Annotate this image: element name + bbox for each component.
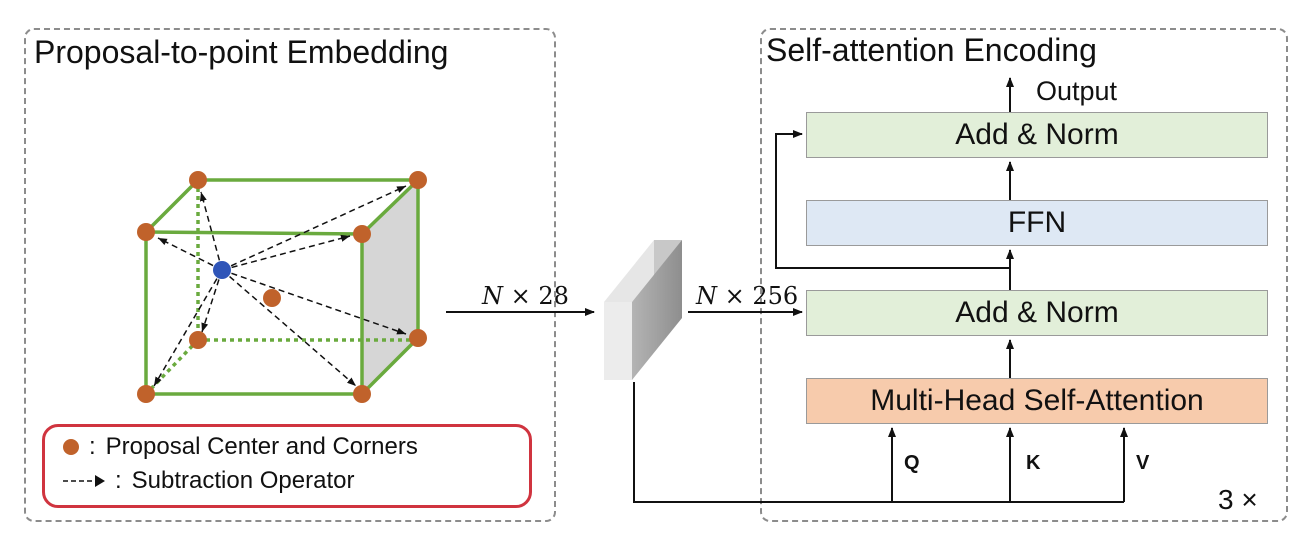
self-attention-title: Self-attention Encoding [766,32,1097,68]
subtraction-arrow [153,269,223,387]
dimension-value: × 256 [717,282,799,310]
reference-point [213,261,231,279]
dimension-symbol: N [482,282,503,310]
legend-item-subtraction: : Subtraction Operator [63,467,354,495]
cube-edge [360,336,420,396]
subtraction-arrow [201,269,223,333]
add-norm-block-top: Add & Norm [806,112,1268,158]
corner-point [353,385,371,403]
cube-edge [360,178,420,236]
legend-separator: : [115,467,122,494]
repeat-count-label: 3 × [1218,484,1258,515]
corner-point [189,171,207,189]
legend-box: : Proposal Center and Corners : Subtract… [42,424,532,508]
corner-point [409,329,427,347]
subtraction-arrow [221,269,357,387]
legend-label: Proposal Center and Corners [105,433,418,460]
output-label: Output [1036,76,1118,106]
corner-point [137,223,155,241]
corner-point [189,331,207,349]
input-bus-line [633,382,1124,503]
dimension-label-n-28: N × 28 [482,282,569,310]
cube-side-face [362,180,418,394]
self-attention-panel [760,28,1288,522]
residual-connection [775,130,1010,269]
cube-hidden-edge [144,338,200,396]
subtraction-arrow [157,237,223,271]
proposal-to-point-panel [24,28,556,522]
linear-layer-slab [604,240,682,380]
dimension-value: × 28 [503,282,569,310]
corner-point [353,225,371,243]
corner-point [409,171,427,189]
query-label: Q [904,452,920,474]
proposal-center-point [263,289,281,307]
cube-edge [144,178,200,234]
add-norm-block-bottom: Add & Norm [806,290,1268,336]
key-label: K [1026,452,1041,474]
subtraction-arrow [199,191,223,271]
proposal-to-point-title: Proposal-to-point Embedding [34,34,449,70]
orange-dot-icon [63,439,79,455]
value-label: V [1136,452,1150,474]
legend-item-corners: : Proposal Center and Corners [63,433,418,461]
dashed-arrow-icon [63,475,105,487]
bounding-box-cube [137,171,427,403]
legend-label: Subtraction Operator [131,467,355,494]
ffn-block: FFN [806,200,1268,246]
cube-edge [145,230,363,236]
dimension-label-n-256: N × 256 [696,282,798,310]
subtraction-arrow [221,185,407,271]
dimension-symbol: N [696,282,717,310]
corner-point [137,385,155,403]
subtraction-arrow [221,269,407,335]
subtraction-arrow [221,234,351,271]
legend-separator: : [89,433,96,460]
multi-head-self-attention-block: Multi-Head Self-Attention [806,378,1268,424]
